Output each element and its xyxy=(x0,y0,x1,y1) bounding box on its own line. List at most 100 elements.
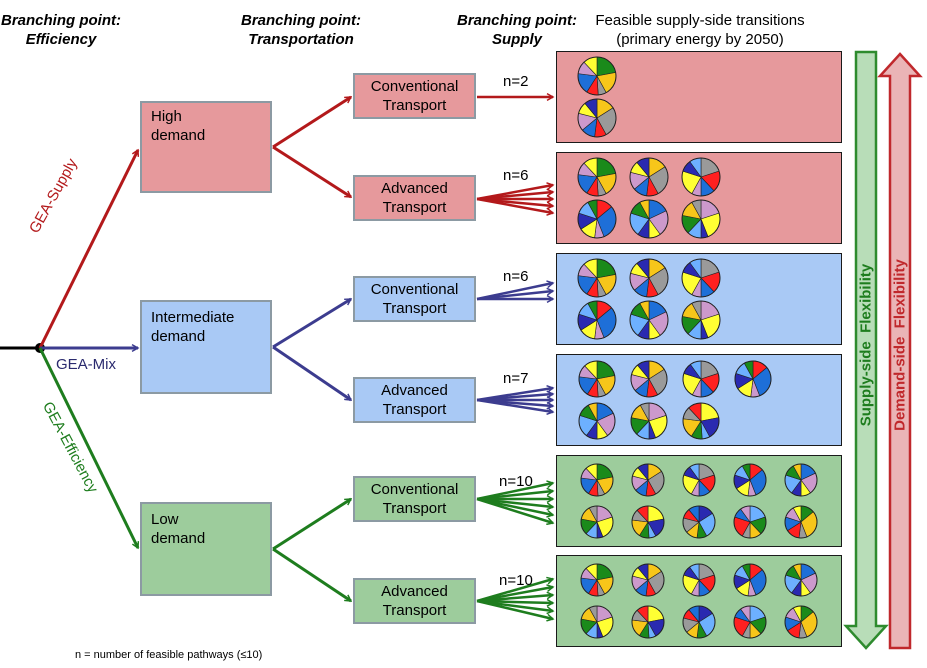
low-conventional-supply-arrow xyxy=(476,497,553,523)
high-demand-label: High demand xyxy=(151,107,205,145)
low-to-conventional-arrow xyxy=(272,497,351,551)
pie-chart-glyph xyxy=(578,360,616,398)
transport-label-line2: Transport xyxy=(382,602,447,619)
transport-label-line2: Transport xyxy=(382,199,447,216)
footnote: n = number of feasible pathways (≤10) xyxy=(75,649,263,661)
gea-supply-arrow xyxy=(38,150,140,349)
count-label: n=7 xyxy=(503,370,529,387)
header-transportation: Branching point: Transportation xyxy=(230,11,372,49)
high-conventional-transport-box: Conventional Transport xyxy=(353,73,476,119)
pie-chart-glyph xyxy=(630,402,668,440)
count-label: n=2 xyxy=(503,73,529,90)
pie-chart-glyph xyxy=(577,56,617,96)
demand-flexibility-arrow xyxy=(877,52,923,650)
pie-chart-glyph xyxy=(733,605,767,639)
supply-flexibility-arrow xyxy=(843,50,889,650)
transport-label-line2: Transport xyxy=(382,500,447,517)
intermediate-conventional-supply-arrow xyxy=(476,283,553,301)
demand-flexibility-label: Demand-side Flexibility xyxy=(891,259,909,431)
pie-chart-glyph xyxy=(682,505,716,539)
header-feasible-line1: Feasible supply-side transitions xyxy=(595,12,805,29)
transport-label-line1: Conventional xyxy=(370,481,459,498)
low-conventional-supply-arrow xyxy=(476,497,553,515)
low-conventional-transport-box: Conventional Transport xyxy=(353,476,476,522)
high-advanced-supply-arrow xyxy=(476,197,553,213)
pie-chart-glyph xyxy=(682,360,720,398)
low-advanced-supply-arrow xyxy=(476,599,553,619)
gea-efficiency-arrow xyxy=(38,347,140,548)
pie-chart-glyph xyxy=(681,258,721,298)
pie-chart-glyph xyxy=(580,605,614,639)
high-to-advanced-arrow xyxy=(272,145,351,199)
pie-chart-glyph xyxy=(577,258,617,298)
pie-chart-glyph xyxy=(682,463,716,497)
header-supply-line2: Supply xyxy=(491,31,542,48)
header-efficiency: Branching point: Efficiency xyxy=(0,11,122,49)
low-demand-label-line1: Low xyxy=(151,511,179,528)
low-to-advanced-arrow xyxy=(272,547,351,603)
low-advanced-transport-box: Advanced Transport xyxy=(353,578,476,624)
pie-chart-glyph xyxy=(630,360,668,398)
low-advanced-supply-arrow xyxy=(476,601,553,603)
header-feasible-line2: (primary energy by 2050) xyxy=(616,31,784,48)
pie-chart-glyph xyxy=(784,505,818,539)
low-conventional-supply-arrow xyxy=(476,483,553,501)
low-advanced-supply-arrow xyxy=(476,599,553,611)
pie-chart-glyph xyxy=(629,157,669,197)
intermediate-demand-label-line1: Intermediate xyxy=(151,309,235,326)
header-efficiency-line1: Branching point: xyxy=(1,12,121,29)
transport-label-line1: Advanced xyxy=(381,583,448,600)
intermediate-demand-box: Intermediate demand xyxy=(140,300,272,394)
pie-chart-glyph xyxy=(577,157,617,197)
pie-chart-glyph xyxy=(629,258,669,298)
pie-chart-glyph xyxy=(631,563,665,597)
branch-label-gea-mix: GEA-Mix xyxy=(56,356,116,373)
pie-chart-glyph xyxy=(577,300,617,340)
count-label: n=10 xyxy=(499,572,533,589)
low-advanced-supply-arrow xyxy=(476,587,553,603)
intermediate-demand-label-line2: demand xyxy=(151,328,206,345)
pie-chart-glyph xyxy=(682,605,716,639)
pie-chart-glyph xyxy=(580,463,614,497)
high-demand-label-line2: demand xyxy=(151,127,206,144)
pie-chart-glyph xyxy=(734,360,772,398)
transport-label-line1: Advanced xyxy=(381,382,448,399)
low-advanced-supply-arrow xyxy=(476,595,553,603)
pie-chart-glyph xyxy=(784,563,818,597)
pie-chart-glyph xyxy=(733,505,767,539)
count-label: n=10 xyxy=(499,473,533,490)
pie-chart-glyph xyxy=(733,463,767,497)
intermediate-advanced-transport-box: Advanced Transport xyxy=(353,377,476,423)
pie-chart-glyph xyxy=(580,563,614,597)
pie-chart-glyph xyxy=(682,563,716,597)
pie-chart-glyph xyxy=(578,402,616,440)
supply-flexibility-label: Supply-side Flexibility xyxy=(857,263,875,427)
transport-label-line1: Conventional xyxy=(370,78,459,95)
pie-chart-glyph xyxy=(682,402,720,440)
high-demand-label-line1: High xyxy=(151,108,182,125)
transport-label-line2: Transport xyxy=(382,97,447,114)
pie-chart-glyph xyxy=(681,199,721,239)
low-demand-label: Low demand xyxy=(151,510,205,548)
low-conventional-supply-arrow xyxy=(476,491,553,501)
high-to-conventional-arrow xyxy=(272,95,351,149)
intermediate-to-conventional-arrow xyxy=(272,297,351,349)
header-supply: Branching point: Supply xyxy=(446,11,588,49)
pie-chart-glyph xyxy=(681,300,721,340)
pie-chart-glyph xyxy=(681,157,721,197)
high-demand-box: High demand xyxy=(140,101,272,193)
intermediate-conventional-transport-box: Conventional Transport xyxy=(353,276,476,322)
header-transportation-line1: Branching point: xyxy=(241,12,361,29)
count-label: n=6 xyxy=(503,167,529,184)
intermediate-to-advanced-arrow xyxy=(272,345,351,402)
pie-chart-glyph xyxy=(784,463,818,497)
count-label: n=6 xyxy=(503,268,529,285)
low-conventional-supply-arrow xyxy=(476,497,553,507)
pie-chart-glyph xyxy=(577,199,617,239)
transport-label-line1: Conventional xyxy=(370,281,459,298)
transport-label-line2: Transport xyxy=(382,300,447,317)
intermediate-advanced-supply-arrow xyxy=(476,398,553,412)
pie-chart-glyph xyxy=(784,605,818,639)
pie-chart-glyph xyxy=(631,463,665,497)
transport-label-line1: Advanced xyxy=(381,180,448,197)
